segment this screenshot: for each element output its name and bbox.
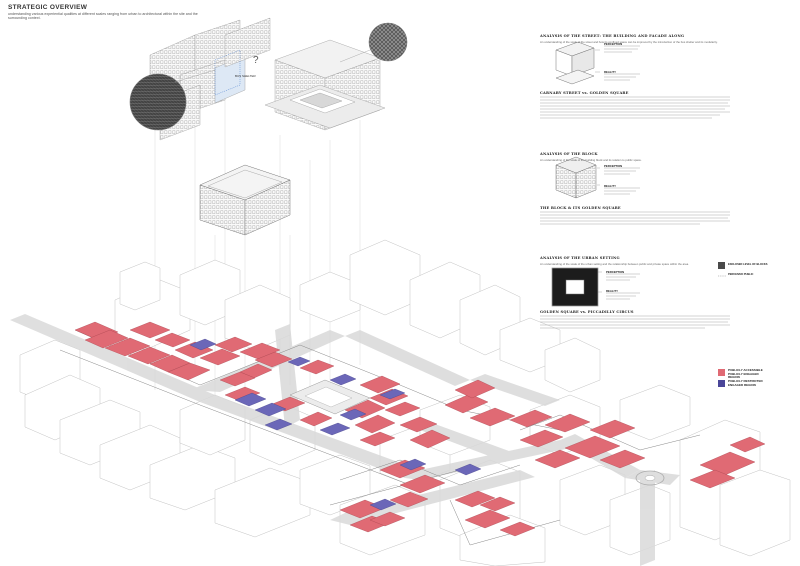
bus-shelter-callout: BUS SHELTER bbox=[235, 74, 256, 78]
texture-detail-circle-right bbox=[369, 23, 407, 61]
block-perception-label: PERCEPTION bbox=[604, 164, 622, 168]
texture-detail-circle-left bbox=[130, 74, 186, 130]
question-mark: ? bbox=[253, 55, 259, 66]
urban-key-label: ENCLOSED LEVEL OF BLOCKS bbox=[728, 263, 768, 267]
analysis-block-subtitle: An understanding of the scale of the bui… bbox=[540, 158, 740, 162]
legend-swatch-accessible bbox=[718, 369, 725, 376]
analysis-block-title: ANALYSIS OF THE BLOCK bbox=[540, 152, 598, 156]
street-reality-label: REALITY bbox=[604, 70, 616, 74]
block-massing-model bbox=[265, 40, 385, 130]
block-comparison-title: THE BLOCK & ITS GOLDEN SQUARE bbox=[540, 206, 621, 210]
analysis-urban-subtitle: An understanding of the scale of the urb… bbox=[540, 262, 710, 266]
street-comparison-title: CARNABY STREET vs. GOLDEN SQUARE bbox=[540, 91, 629, 95]
legend-swatch-restricted bbox=[718, 380, 725, 387]
urban-comparison-title: GOLDEN SQUARE vs. PICCADILLY CIRCUS bbox=[540, 310, 634, 314]
block-reality-label: REALITY bbox=[604, 184, 616, 188]
legend-restricted-label: PUBLICLY RESTRICTED ENGAGED REGION bbox=[728, 380, 770, 387]
street-perception-label: PERCEPTION bbox=[604, 42, 622, 46]
urban-reality-label: REALITY bbox=[606, 289, 618, 293]
analysis-urban-title: ANALYSIS OF THE URBAN SETTING bbox=[540, 256, 620, 260]
analysis-diagrams bbox=[552, 42, 598, 306]
urban-perception-label: PERCEPTION bbox=[606, 270, 624, 274]
analysis-street-title: ANALYSIS OF THE STREET: THE BUILDING AND… bbox=[540, 34, 684, 38]
analysis-street-subtitle: An understanding of the scale of the str… bbox=[540, 40, 740, 44]
bus-shelter-model bbox=[200, 165, 290, 235]
urban-key-label-2: PERCEIVED PUBLIC bbox=[728, 273, 768, 277]
urban-key-swatch bbox=[718, 262, 725, 269]
